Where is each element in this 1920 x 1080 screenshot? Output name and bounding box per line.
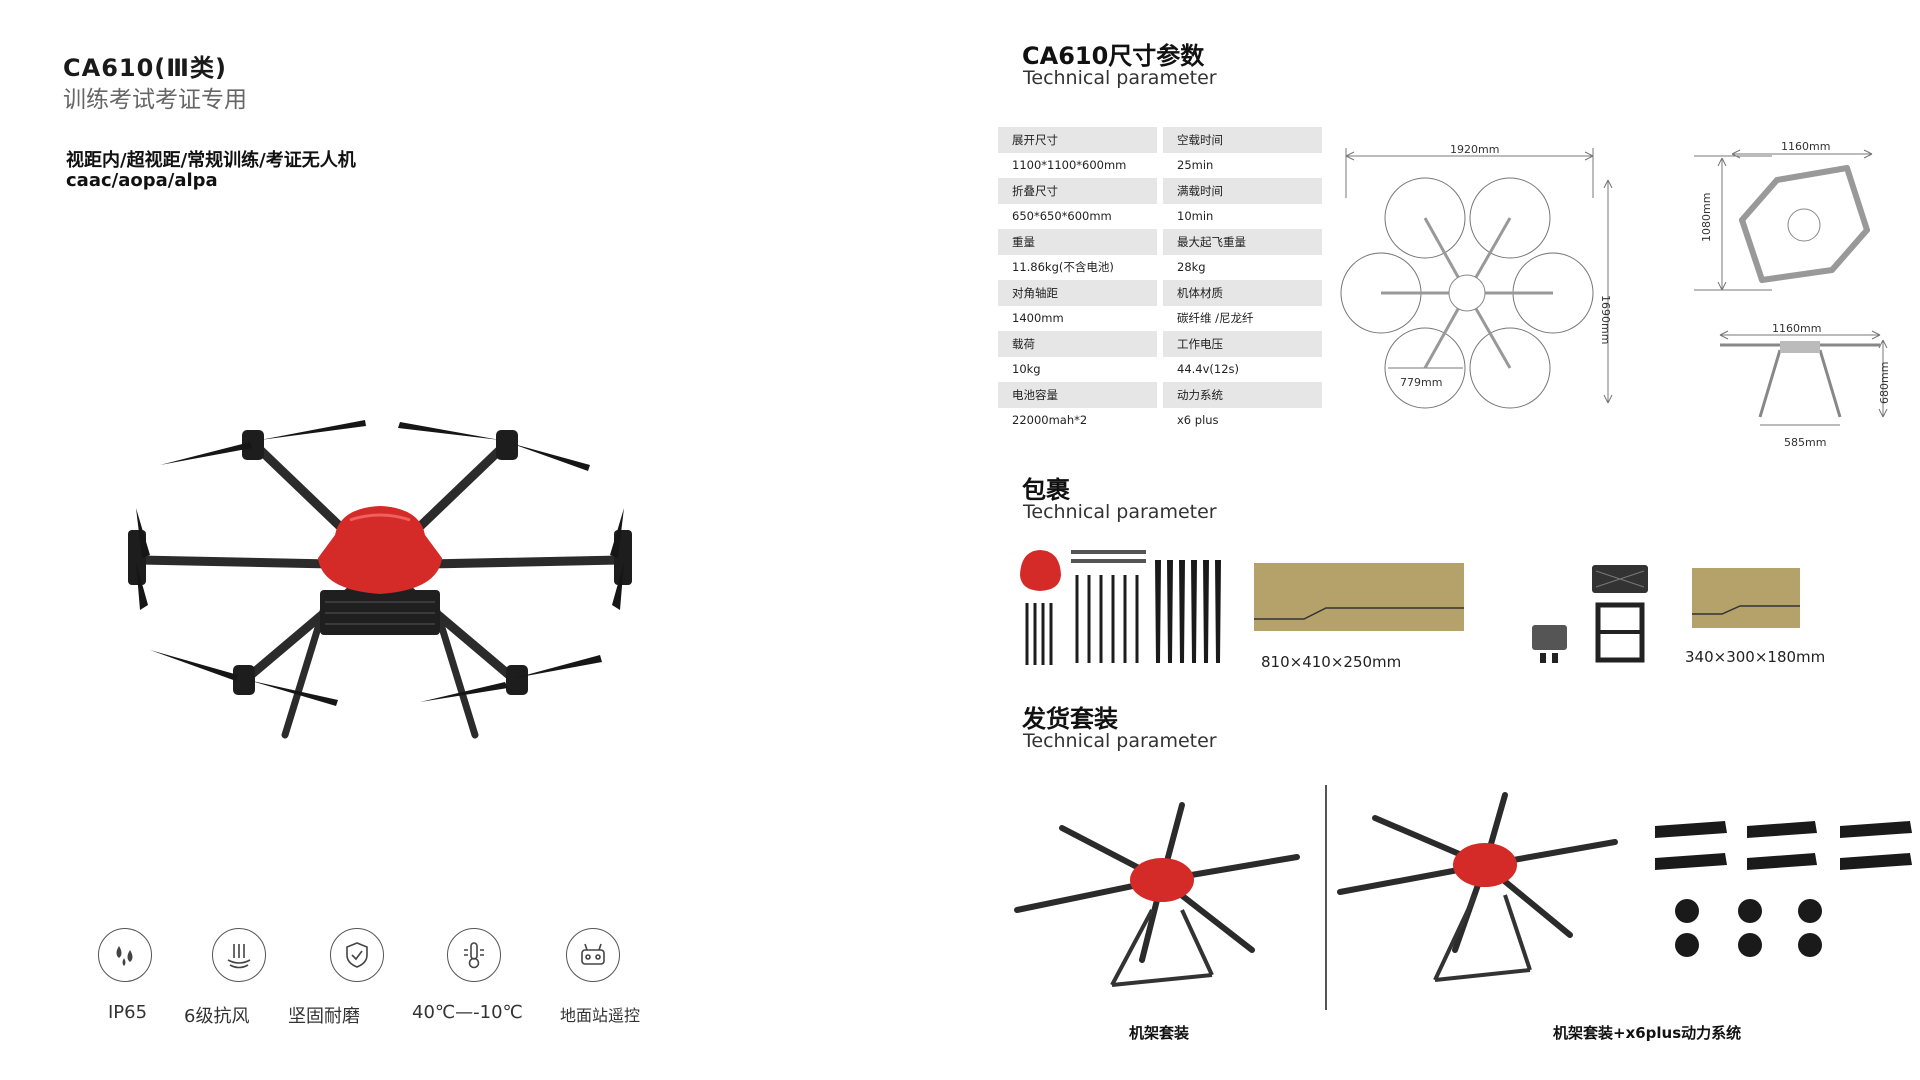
shipping-title-en: Technical parameter [1023,730,1217,752]
spec-value: 28kg [1177,260,1206,275]
top-view-dimension-diagram [1340,148,1613,409]
feature-item-ip65 [98,928,152,982]
feature-label-durable: 坚固耐磨 [288,1006,360,1027]
spec-value-row: 650*650*600mm 10min [998,203,1322,229]
feature-item-temperature [447,928,501,982]
spec-value: 1400mm [1012,311,1064,326]
kit-divider [1325,785,1327,1010]
spec-value: 碳纤维 /尼龙纤 [1177,311,1254,326]
spec-label-row: 展开尺寸空载时间 [998,127,1322,153]
feature-item-wind [212,928,266,982]
spec-label: 空载时间 [1163,127,1322,153]
spec-value: 44.4v(12s) [1177,362,1240,377]
feature-line-1: 视距内/超视距/常规训练/考证无人机 [66,150,356,171]
spec-title: CA610尺寸参数 [1022,42,1205,70]
spec-label: 重量 [998,229,1157,255]
spec-value: 11.86kg(不含电池) [1012,260,1114,275]
spec-label: 展开尺寸 [998,127,1157,153]
spec-label: 满载时间 [1163,178,1322,204]
spec-value: 1100*1100*600mm [1012,158,1127,173]
spec-label: 动力系统 [1163,382,1322,408]
spec-value: 10kg [1012,362,1041,377]
spec-label: 机体材质 [1163,280,1322,306]
spec-label: 折叠尺寸 [998,178,1157,204]
package-parts-image [1020,550,1221,665]
feature-label-remote: 地面站遥控 [560,1006,641,1025]
box-small-image [1692,568,1800,628]
flight-controller-parts-image [1532,565,1648,663]
shipping-title: 发货套装 [1022,705,1118,733]
top-width-label: 1920mm [1450,143,1500,156]
spec-value: 25min [1177,158,1214,173]
propellers-motors-image [1655,821,1912,957]
side-base-label: 585mm [1784,436,1827,449]
package-title-en: Technical parameter [1023,501,1217,523]
spec-value: x6 plus [1177,413,1219,428]
remote-control-icon [566,928,620,982]
folded-width-label: 1160mm [1781,140,1831,153]
side-view-diagram [1719,330,1888,426]
spec-value-row: 11.86kg(不含电池) 28kg [998,254,1322,280]
feature-label-temperature: 40℃—-10℃ [412,1002,523,1023]
spec-label: 载荷 [998,331,1157,357]
box-large-size: 810×410×250mm [1261,653,1402,671]
package-title: 包裹 [1022,476,1070,504]
feature-label-wind: 6级抗风 [184,1006,250,1027]
spec-value: 22000mah*2 [1012,413,1088,428]
spec-label-row: 折叠尺寸满载时间 [998,178,1322,204]
hexacopter-hero-image [128,420,632,739]
spec-label: 最大起飞重量 [1163,229,1322,255]
folded-height-label: 1080mm [1700,192,1713,242]
folded-view-diagram [1694,149,1873,291]
spec-label-row: 对角轴距机体材质 [998,280,1322,306]
spec-label-row: 载荷工作电压 [998,331,1322,357]
spec-label-row: 重量最大起飞重量 [998,229,1322,255]
spec-value: 650*650*600mm [1012,209,1112,224]
spec-value-row: 1100*1100*600mm 25min [998,152,1322,178]
frame-kit-image [1014,802,1300,987]
frame-power-kit-image [1337,792,1618,982]
shield-icon [330,928,384,982]
spec-value-row: 1400mm 碳纤维 /尼龙纤 [998,305,1322,331]
spec-value-row: 22000mah*2 x6 plus [998,407,1322,433]
spec-value: 10min [1177,209,1214,224]
box-small-size: 340×300×180mm [1685,648,1826,666]
feature-item-durable [330,928,384,982]
thermometer-icon [447,928,501,982]
spec-label: 对角轴距 [998,280,1157,306]
feature-line-2: caac/aopa/alpa [66,170,218,191]
water-drop-icon [98,928,152,982]
feature-item-remote [566,928,620,982]
spec-label-row: 电池容量动力系统 [998,382,1322,408]
rotor-span-label: 779mm [1400,376,1443,389]
spec-value-row: 10kg 44.4v(12s) [998,356,1322,382]
spec-label: 电池容量 [998,382,1157,408]
spec-table: 展开尺寸空载时间 1100*1100*600mm 25min 折叠尺寸满载时间 6… [998,127,1322,433]
side-height-label: 680mm [1878,361,1891,404]
model-subtitle: 训练考试考证专用 [63,87,247,113]
side-width-label: 1160mm [1772,322,1822,335]
top-height-label: 1690mm [1599,295,1612,345]
box-large-image [1254,563,1464,631]
frame-power-kit-label: 机架套装+x6plus动力系统 [1553,1024,1742,1042]
frame-kit-label: 机架套装 [1129,1024,1190,1042]
spec-label: 工作电压 [1163,331,1322,357]
model-title: CA610(Ⅲ类) [63,54,227,82]
feature-label-ip65: IP65 [108,1002,148,1023]
wind-resistance-icon [212,928,266,982]
spec-title-en: Technical parameter [1023,67,1217,89]
